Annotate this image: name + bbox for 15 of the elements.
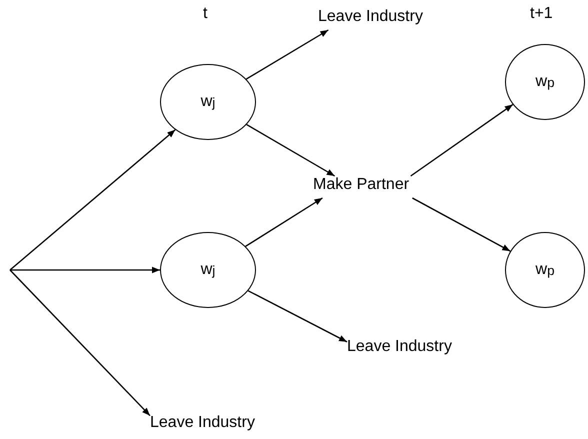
outcome-label: Make Partner [313, 176, 413, 194]
arrow [246, 124, 336, 177]
arrow [248, 290, 348, 342]
arrow [10, 270, 150, 416]
arrow [412, 197, 511, 252]
arrow [10, 266, 160, 274]
outcome-label: Leave Industry [150, 414, 258, 432]
outcome-label: Leave Industry [318, 8, 426, 26]
arrow [245, 197, 323, 247]
arrow [246, 29, 329, 80]
arrow [410, 104, 514, 177]
period-label: t+1 [530, 5, 553, 23]
arrow [10, 129, 176, 270]
period-label: t [203, 5, 208, 23]
outcome-label: Leave Industry [347, 338, 455, 356]
